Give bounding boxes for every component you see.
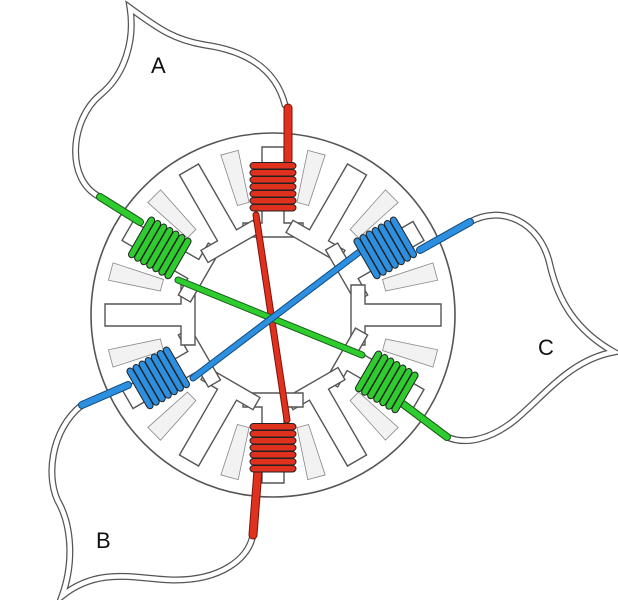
stator-slot xyxy=(107,338,164,368)
stator-slot xyxy=(296,149,326,206)
coils xyxy=(126,162,419,473)
terminal-label-a: A xyxy=(151,53,166,78)
coil-c-lower-right xyxy=(355,350,419,414)
terminal-label-b: B xyxy=(96,528,111,553)
stator-slot xyxy=(147,189,197,239)
stator-slot xyxy=(382,338,439,368)
stator-slot xyxy=(147,391,197,441)
lead-wires xyxy=(48,0,618,600)
coil-a-top xyxy=(249,162,297,212)
coil-a-bottom xyxy=(249,423,297,473)
terminal-label-c: C xyxy=(538,335,554,360)
lead-c-right xyxy=(400,401,450,440)
lead-b-right xyxy=(417,219,473,253)
stator-slot xyxy=(107,262,164,292)
lead-a-bottom xyxy=(249,466,262,539)
stator-slot xyxy=(220,149,250,206)
stator-slot xyxy=(220,424,250,481)
lead-b-left xyxy=(79,382,131,408)
cross-wires xyxy=(174,211,366,424)
coil-b-upper-right xyxy=(353,216,417,280)
stator-slot xyxy=(349,391,399,441)
lead-c-left xyxy=(97,194,143,225)
coil-b-lower-left xyxy=(126,346,190,410)
stator-slot xyxy=(382,262,439,292)
stator-slot xyxy=(296,424,326,481)
coil-c-upper-left xyxy=(128,216,192,280)
lead-segments xyxy=(78,103,474,540)
